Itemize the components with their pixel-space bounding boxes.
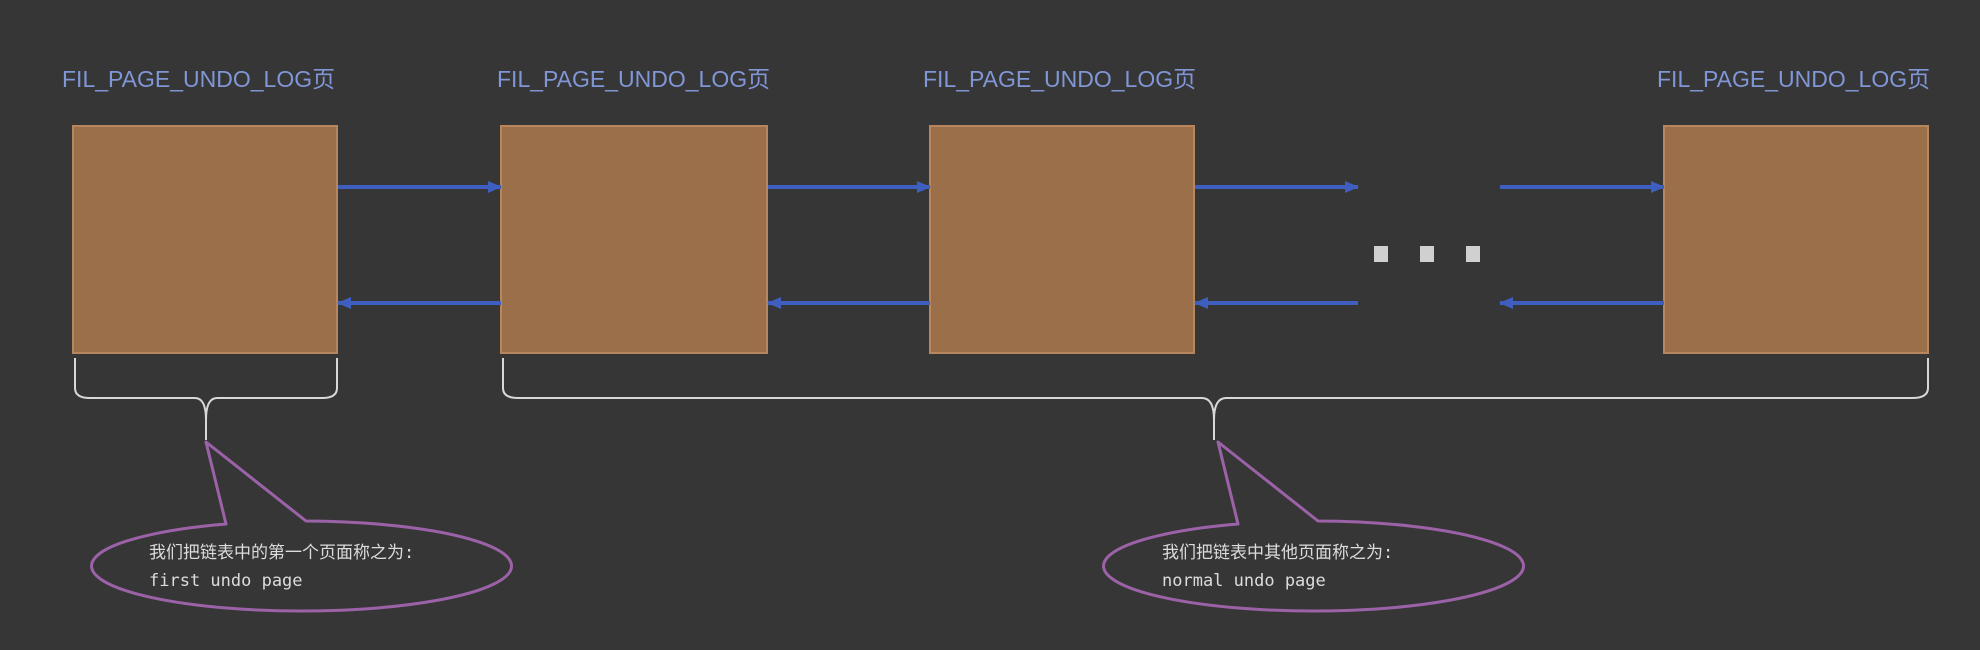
callout-bubble-first-page: [90, 440, 514, 613]
callout-bubble-other-pages: [1102, 440, 1526, 613]
page-title-2: FIL_PAGE_UNDO_LOG页: [497, 66, 770, 92]
callout-other-pages-line2: normal undo page: [1162, 571, 1326, 591]
page-title-1: FIL_PAGE_UNDO_LOG页: [62, 66, 335, 92]
undo-page-box-1: [72, 125, 338, 354]
first-page-brace: [74, 358, 338, 440]
undo-page-box-4: [1663, 125, 1929, 354]
page-title-4: FIL_PAGE_UNDO_LOG页: [1657, 66, 1930, 92]
callout-first-page-line1: 我们把链表中的第一个页面称之为:: [149, 543, 414, 563]
ellipsis-icon: [1374, 246, 1480, 262]
undo-page-box-2: [500, 125, 768, 354]
other-pages-brace: [502, 358, 1929, 440]
callout-first-page-line2: first undo page: [149, 571, 303, 591]
undo-page-box-3: [929, 125, 1195, 354]
page-title-3: FIL_PAGE_UNDO_LOG页: [923, 66, 1196, 92]
callout-other-pages-line1: 我们把链表中其他页面称之为:: [1162, 543, 1393, 563]
